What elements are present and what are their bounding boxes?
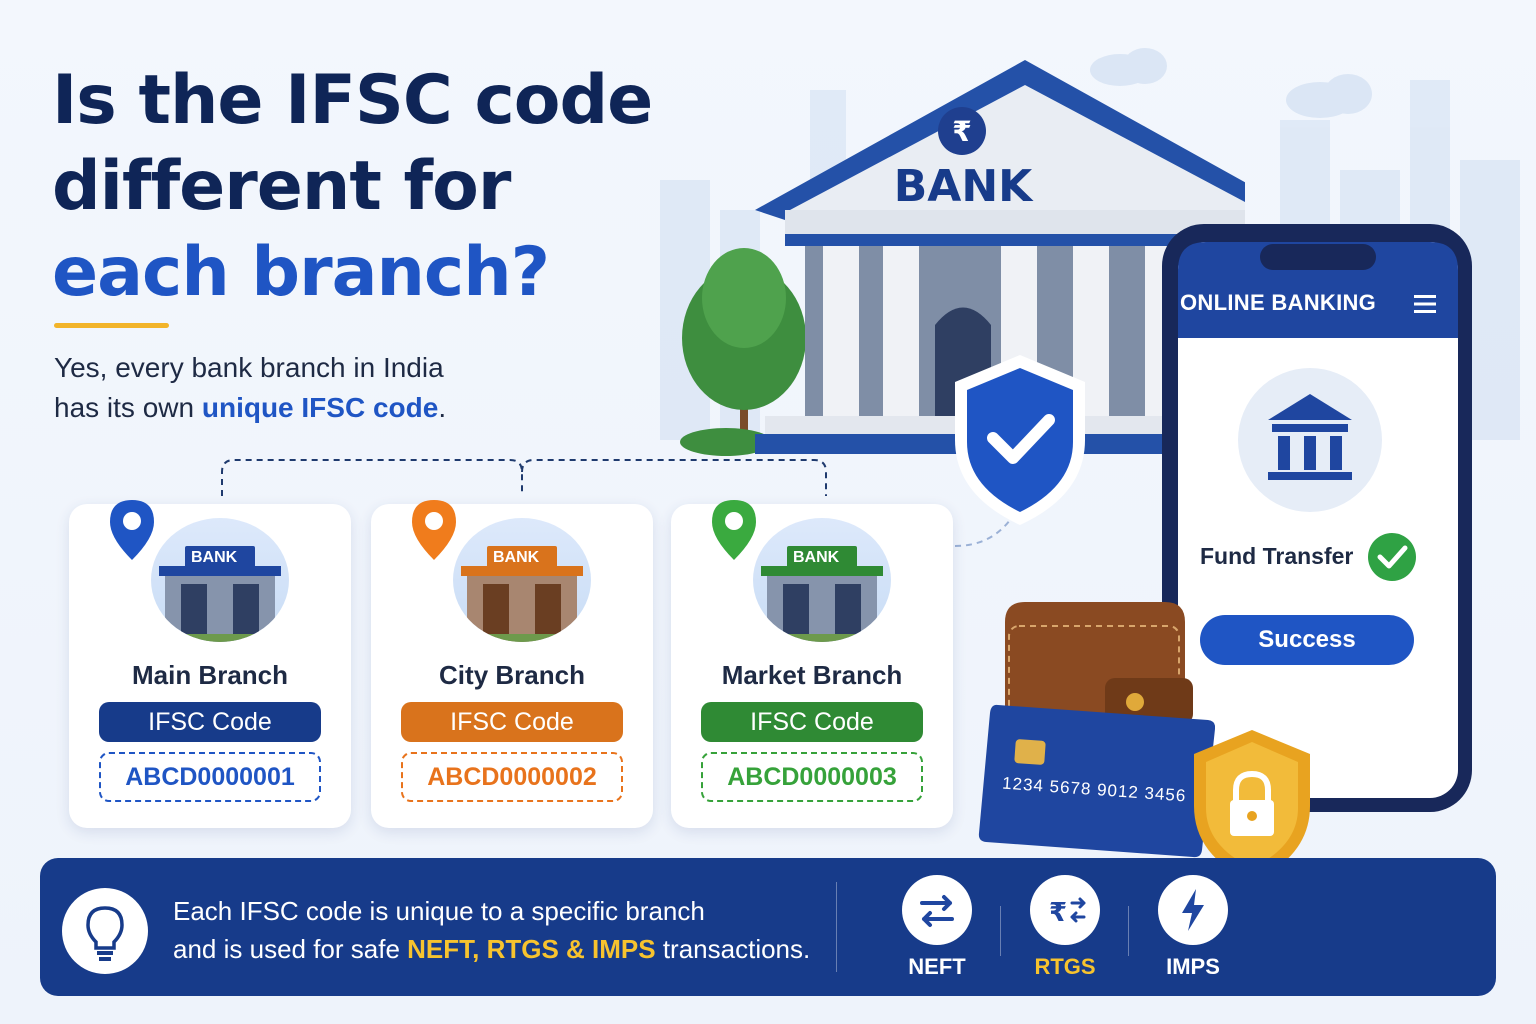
branch-building-image: BANK <box>753 518 891 642</box>
rtgs-icon-circle: ₹ <box>1030 875 1100 945</box>
headline: Is the IFSC code different for each bran… <box>52 58 653 316</box>
branch-card-market: BANK Market Branch IFSC Code ABCD0000003 <box>671 504 953 828</box>
rtgs-label: RTGS <box>1034 954 1096 979</box>
location-pin-icon <box>712 500 756 560</box>
lightning-icon <box>1182 889 1204 931</box>
bank-sign: BANK <box>894 161 1034 212</box>
branch-name: Main Branch <box>131 660 289 690</box>
subtitle: Yes, every bank branch in India has its … <box>54 348 446 428</box>
headline-line-3: each branch? <box>52 233 550 312</box>
svg-text:₹: ₹ <box>1049 898 1067 928</box>
banner-line-1: Each IFSC code is unique to a specific b… <box>173 896 705 926</box>
branch-building-image: BANK <box>151 518 289 642</box>
imps-icon-circle <box>1158 875 1228 945</box>
branch-building-image: BANK <box>453 518 591 642</box>
security-shield-check-icon <box>955 355 1085 525</box>
location-pin-icon <box>110 500 154 560</box>
hamburger-menu-icon[interactable] <box>1414 294 1436 314</box>
ifsc-code-value: ABCD0000001 <box>99 752 321 802</box>
branch-card-main: BANK Main Branch IFSC Code ABCD0000001 <box>69 504 351 828</box>
banner-divider <box>1000 906 1001 956</box>
rupee-transfer-icon: ₹ <box>1049 897 1086 928</box>
credit-card-illustration <box>978 704 1215 858</box>
headline-line-1: Is the IFSC code <box>52 61 653 140</box>
branch-name: City Branch <box>439 660 585 690</box>
branch-connector-lines <box>221 459 1010 547</box>
tree-illustration <box>680 248 806 456</box>
unique-ifsc-highlight: unique IFSC code <box>201 392 439 423</box>
subtitle-line-1: Yes, every bank branch in India <box>54 352 444 383</box>
neft-icon-circle <box>902 875 972 945</box>
branch-sign: BANK <box>191 549 238 566</box>
info-banner <box>40 858 1496 996</box>
banner-text: Each IFSC code is unique to a specific b… <box>173 892 810 968</box>
success-button[interactable]: Success <box>1200 615 1414 665</box>
ifsc-code-value: ABCD0000003 <box>701 752 923 802</box>
ifsc-code-pill: IFSC Code <box>701 702 923 742</box>
banner-line-2: and is used for safe NEFT, RTGS & IMPS t… <box>173 934 811 964</box>
headline-line-2: different for <box>52 147 511 226</box>
location-pin-icon <box>412 500 456 560</box>
branch-sign: BANK <box>793 549 840 566</box>
ifsc-code-pill: IFSC Code <box>99 702 321 742</box>
rupee-emblem: ₹ <box>952 115 971 148</box>
bank-building-illustration: ₹ BANK <box>755 60 1245 454</box>
ifsc-code-pill: IFSC Code <box>401 702 623 742</box>
headline-underline <box>54 323 169 328</box>
fund-transfer-label: Fund Transfer <box>1200 543 1354 569</box>
banner-divider <box>1128 906 1129 956</box>
neft-label: NEFT <box>908 954 966 979</box>
branch-sign: BANK <box>493 549 540 566</box>
online-banking-header: ONLINE BANKING <box>1180 290 1377 315</box>
lightbulb-icon <box>86 906 124 961</box>
banner-divider <box>836 882 837 972</box>
imps-label: IMPS <box>1166 954 1220 979</box>
padlock-shield-icon <box>1194 730 1310 882</box>
transaction-types-highlight: NEFT, RTGS & IMPS <box>407 934 656 964</box>
lightbulb-icon-circle <box>62 888 148 974</box>
branch-card-city: BANK City Branch IFSC Code ABCD0000002 <box>371 504 653 828</box>
branch-name: Market Branch <box>721 660 903 690</box>
wallet-illustration <box>1005 602 1193 728</box>
ifsc-code-value: ABCD0000002 <box>401 752 623 802</box>
transfer-arrows-icon <box>920 895 954 927</box>
subtitle-line-2: has its own unique IFSC code. <box>54 392 447 423</box>
